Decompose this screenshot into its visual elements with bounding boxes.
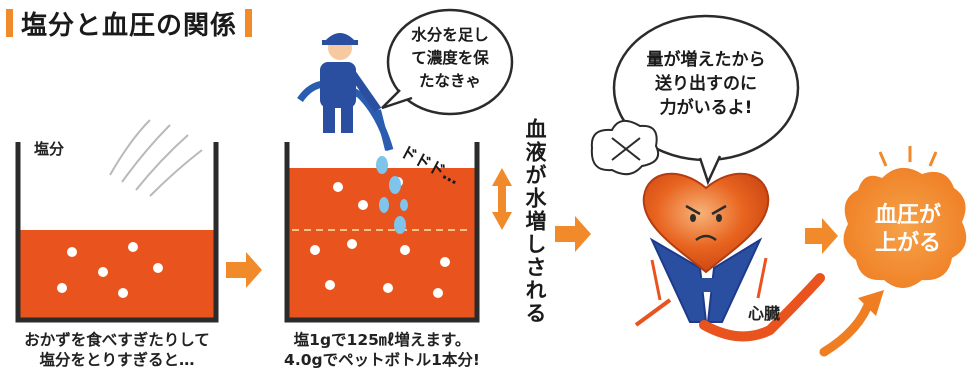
title-bar-right: [245, 9, 253, 37]
beaker-2-fluid: [287, 168, 477, 318]
salt-label: 塩分: [34, 140, 65, 158]
heart-character: [634, 172, 825, 342]
worker-illustration: [297, 33, 394, 151]
bubble-3-line3: 力がいるよ!: [659, 98, 753, 118]
salt-sprinkle-icon: [109, 119, 203, 197]
beaker-1: [15, 142, 219, 323]
heart-label: 心臓: [748, 304, 781, 323]
bubble-3-shape: [612, 14, 800, 186]
arrow-right-icon-3: [805, 218, 838, 254]
bubble-3-line2: 送り出すのに: [655, 74, 757, 94]
panel1-caption-line1: おかずを食べすぎたりして: [24, 331, 210, 349]
bubble-2-line3: たなきゃ: [418, 72, 481, 90]
blood-pressure-burst: [843, 146, 967, 288]
bubble-2-line1: 水分を足し: [411, 26, 489, 44]
result-line1: 血圧が: [874, 203, 941, 228]
title-bar-left: [6, 9, 13, 37]
water-drops: [376, 156, 408, 234]
blood-diluted-label: 血液が水増しされる: [523, 118, 547, 325]
bubble-2-shape: [381, 8, 514, 116]
bubble-2-text: 水分を足し て濃度を保 たなきゃ: [396, 24, 504, 93]
double-arrow-icon: [492, 168, 512, 230]
panel2-caption-line2: 4.0gでペットボトル1本分!: [284, 351, 480, 369]
salt-particles: [57, 242, 163, 298]
result-text: 血圧が 上がる: [856, 202, 960, 258]
panel1-caption: おかずを食べすぎたりして 塩分をとりすぎると…: [10, 330, 224, 370]
title-block: 塩分と血圧の関係: [6, 6, 253, 41]
beaker-1-fluid: [18, 230, 216, 318]
page-title: 塩分と血圧の関係: [21, 10, 238, 41]
panel1-caption-line2: 塩分をとりすぎると…: [39, 351, 195, 369]
panel2-caption: 塩1gで125㎖増えます。 4.0gでペットボトル1本分!: [266, 330, 498, 370]
beaker-2: [284, 142, 480, 323]
arrow-right-icon-2: [555, 216, 591, 252]
bubble-2-line2: て濃度を保: [411, 49, 489, 67]
arrow-right-icon: [226, 252, 262, 288]
rising-arrow-icon: [819, 290, 884, 357]
result-line2: 上がる: [874, 231, 941, 256]
bubble-3-text: 量が増えたから 送り出すのに 力がいるよ!: [626, 48, 786, 120]
panel2-caption-line1: 塩1gで125㎖増えます。: [293, 331, 471, 349]
bubble-3-line1: 量が増えたから: [646, 50, 766, 70]
anger-cloud-icon: [590, 119, 660, 176]
